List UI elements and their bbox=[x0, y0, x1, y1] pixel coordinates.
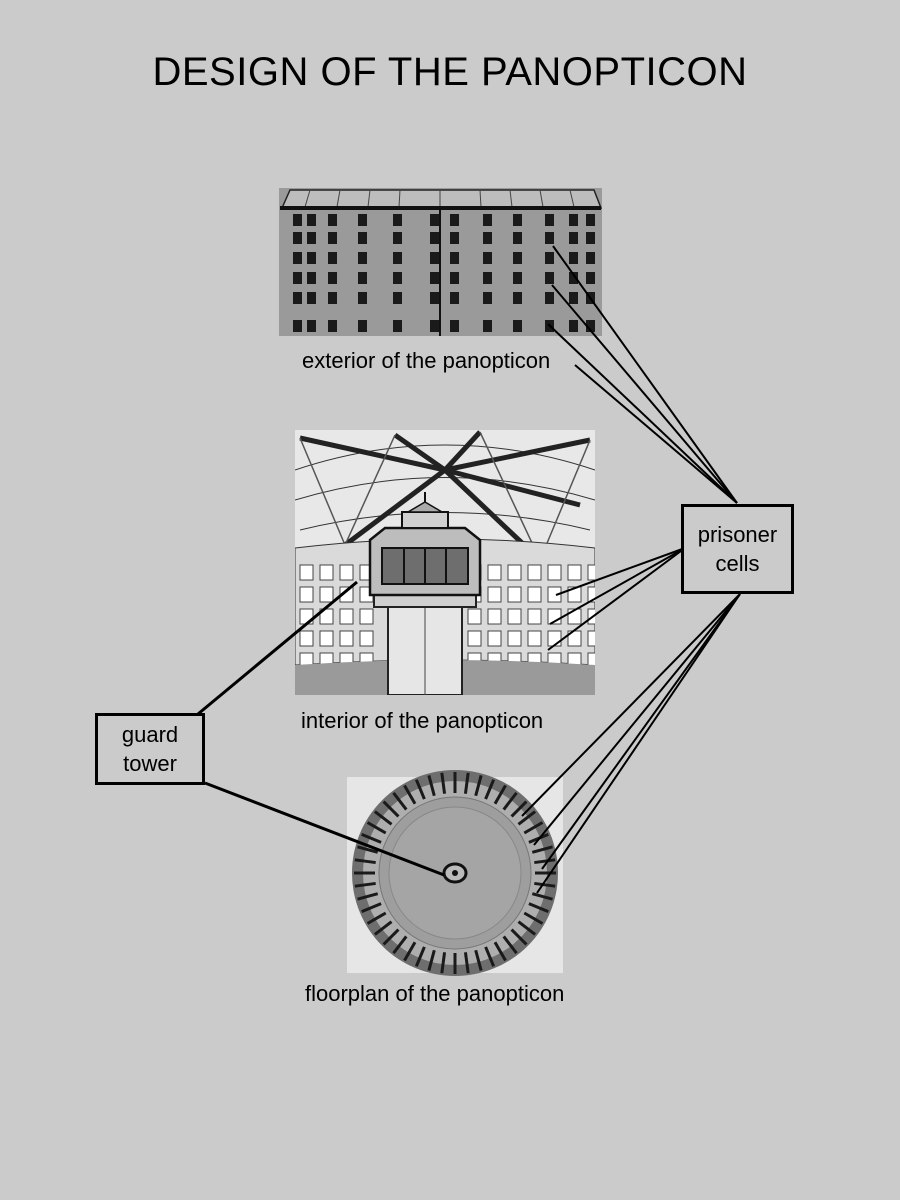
guard-connectors bbox=[197, 580, 445, 877]
prisoner-cells-line2: cells bbox=[715, 551, 760, 576]
interior-caption: interior of the panopticon bbox=[301, 708, 544, 733]
floorplan-illustration bbox=[347, 770, 563, 976]
prisoner-cells-label-box: prisoner cells bbox=[681, 504, 794, 594]
floorplan-caption: floorplan of the panopticon bbox=[305, 981, 565, 1006]
exterior-illustration bbox=[279, 188, 603, 336]
guard-tower-line1: guard bbox=[121, 722, 179, 747]
exterior-caption: exterior of the panopticon bbox=[302, 348, 551, 373]
guard-tower-line2: tower bbox=[123, 751, 177, 776]
guard-tower-label-box: guard tower bbox=[95, 713, 205, 785]
prisoner-cells-line1: prisoner bbox=[697, 522, 778, 547]
connector-lines bbox=[521, 245, 741, 894]
interior-illustration bbox=[295, 430, 595, 695]
diagram-title: DESIGN OF THE PANOPTICON bbox=[152, 50, 748, 94]
